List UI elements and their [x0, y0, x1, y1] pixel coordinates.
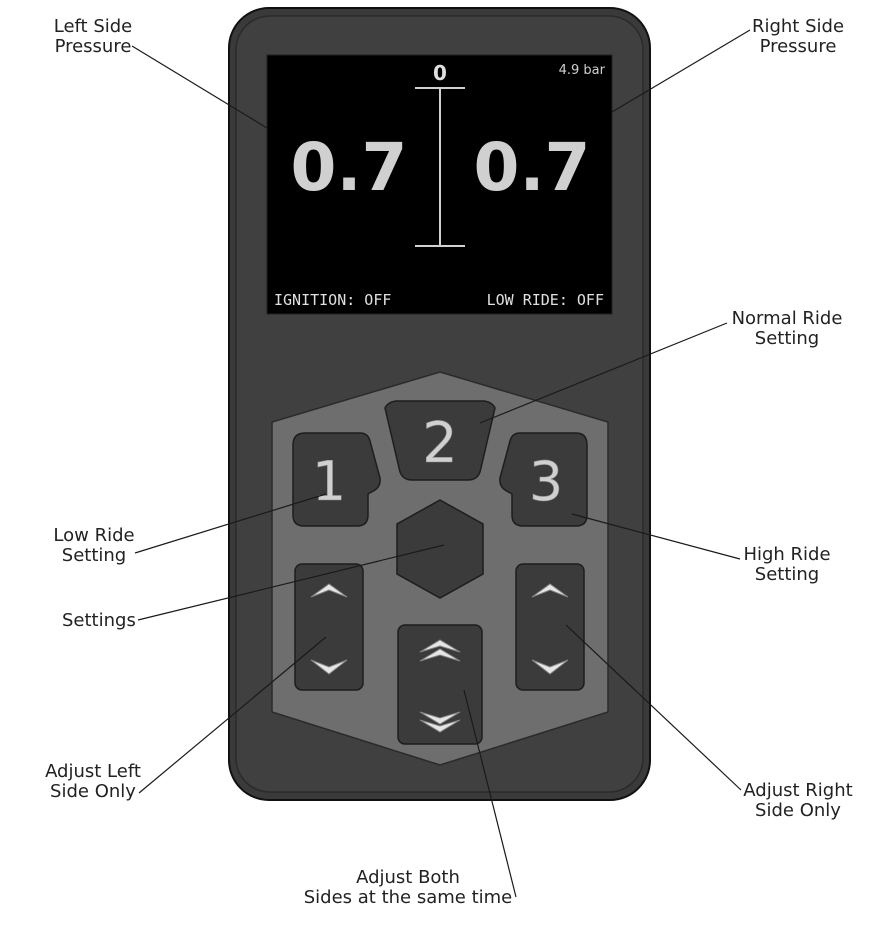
left-down-arrow-icon[interactable]: [310, 659, 348, 675]
label-adjust-left-line2: Side Only: [50, 781, 136, 802]
preset-3-button[interactable]: 3: [499, 432, 588, 527]
label-high-ride-setting: High Ride Setting: [738, 545, 836, 585]
label-settings: Settings: [62, 611, 136, 631]
label-right-pressure-line2: Pressure: [759, 36, 837, 57]
label-low-ride-line1: Low Ride: [53, 525, 135, 546]
both-up-arrow-icon-2[interactable]: [419, 648, 461, 662]
ignition-status: IGNITION: OFF: [274, 291, 391, 309]
label-normal-ride-line1: Normal Ride: [731, 308, 843, 329]
preset-2-button[interactable]: 2: [384, 400, 496, 481]
label-adjust-left-side: Adjust Left Side Only: [40, 762, 146, 802]
label-adjust-both-sides: Adjust Both Sides at the same time: [290, 868, 526, 908]
label-settings-line1: Settings: [62, 610, 136, 631]
adjust-right-rocker[interactable]: [515, 563, 585, 691]
label-normal-ride-line2: Setting: [754, 328, 820, 349]
center-value: 0: [433, 61, 447, 85]
leader-low-ride: [134, 493, 327, 554]
label-low-ride-line2: Setting: [61, 545, 127, 566]
label-adjust-left-line1: Adjust Left: [45, 761, 141, 782]
adjust-left-rocker[interactable]: [294, 563, 364, 691]
both-down-arrow-icon[interactable]: [419, 711, 461, 725]
left-up-arrow-icon[interactable]: [310, 583, 348, 598]
label-right-pressure-line1: Right Side: [751, 16, 845, 37]
both-up-arrow-icon[interactable]: [419, 639, 461, 653]
preset-1-label: 1: [312, 450, 346, 513]
preset-1-button[interactable]: 1: [292, 432, 381, 527]
leader-adjust-left: [138, 636, 327, 794]
leader-right-pressure: [611, 29, 751, 113]
label-adjust-right-side: Adjust Right Side Only: [738, 781, 858, 821]
low-ride-status: LOW RIDE: OFF: [487, 291, 604, 309]
label-right-side-pressure: Right Side Pressure: [748, 17, 848, 57]
label-normal-ride-setting: Normal Ride Setting: [724, 309, 850, 349]
label-left-pressure-line1: Left Side: [53, 16, 133, 37]
label-low-ride-setting: Low Ride Setting: [46, 526, 142, 566]
leader-high-ride: [571, 513, 741, 560]
label-adjust-both-line1: Adjust Both: [356, 867, 460, 888]
leader-normal-ride: [479, 322, 728, 424]
left-pressure-value: 0.7: [291, 129, 408, 206]
label-high-ride-line2: Setting: [754, 564, 820, 585]
leader-lines: [131, 29, 751, 898]
label-adjust-right-line1: Adjust Right: [743, 780, 853, 801]
settings-button[interactable]: [396, 499, 484, 599]
right-up-arrow-icon[interactable]: [531, 583, 569, 598]
label-high-ride-line1: High Ride: [743, 544, 831, 565]
label-adjust-right-line2: Side Only: [755, 800, 841, 821]
tank-pressure-readout: 4.9 bar: [559, 63, 606, 78]
both-down-arrow-icon-2[interactable]: [419, 719, 461, 733]
leader-adjust-both: [463, 689, 517, 898]
leader-left-pressure: [131, 45, 268, 129]
preset-3-label: 3: [529, 450, 563, 513]
preset-2-label: 2: [422, 411, 458, 476]
label-adjust-both-line2: Sides at the same time: [303, 887, 513, 908]
leader-adjust-right: [565, 624, 742, 791]
right-down-arrow-icon[interactable]: [531, 659, 569, 675]
leader-settings: [137, 544, 445, 621]
right-pressure-value: 0.7: [474, 129, 591, 206]
adjust-both-rocker[interactable]: [397, 624, 483, 745]
label-left-pressure-line2: Pressure: [54, 36, 132, 57]
label-left-side-pressure: Left Side Pressure: [52, 17, 134, 57]
